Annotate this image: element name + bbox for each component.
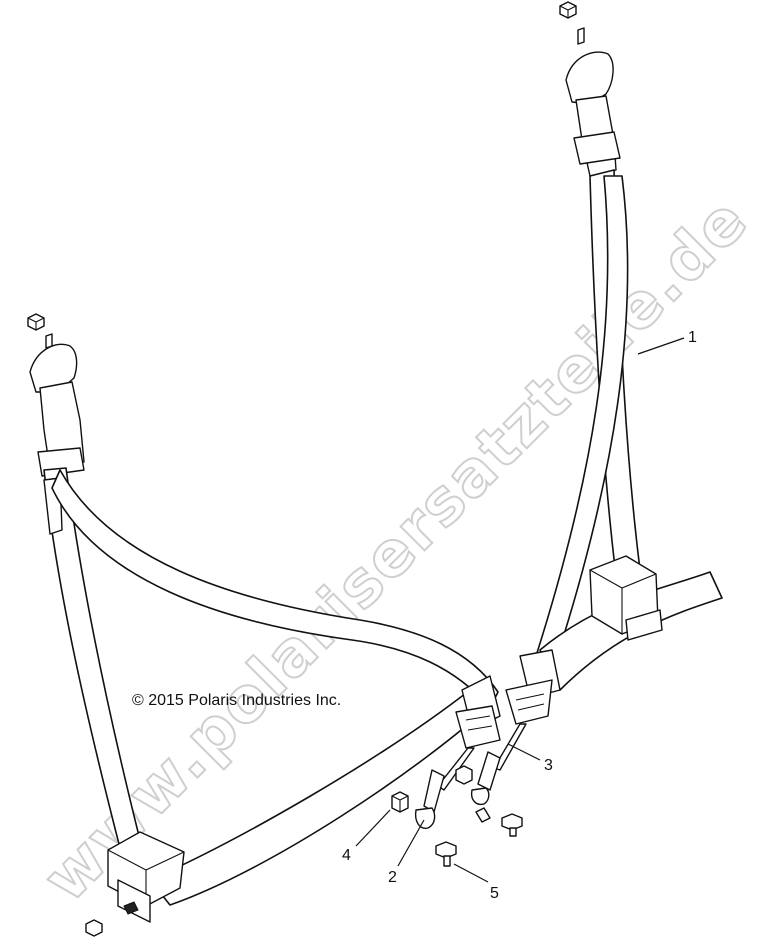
- leader-line-1: [637, 337, 685, 355]
- leader-line-4: [355, 809, 391, 847]
- nut-item-4: [391, 791, 409, 813]
- right-upper-anchor: [565, 27, 621, 177]
- left-buckle-tongue: [455, 675, 501, 749]
- callout-3: 3: [544, 757, 553, 774]
- right-lower-retractor: [589, 555, 663, 641]
- right-buckle-housing: [505, 649, 561, 725]
- callout-5: 5: [490, 885, 499, 902]
- bolt-item-5-b: [501, 813, 523, 837]
- copyright-notice: © 2015 Polaris Industries Inc.: [132, 692, 341, 709]
- leader-line-3: [507, 743, 541, 761]
- callout-2: 2: [388, 869, 397, 886]
- right-seat-belt-assembly: [505, 1, 723, 725]
- left-lower-bolt: [85, 901, 139, 937]
- buckle-stalk-item-3: [470, 723, 527, 823]
- left-top-nut: [27, 313, 45, 331]
- right-top-nut: [559, 1, 577, 19]
- leader-line-2: [397, 819, 425, 867]
- left-upper-anchor: [29, 333, 85, 477]
- left-seat-belt-assembly: [27, 313, 501, 937]
- left-lower-retractor: [107, 831, 185, 923]
- callout-1: 1: [688, 329, 697, 346]
- buckle-stalk-item-2: [414, 747, 475, 829]
- bolt-item-5: [435, 841, 457, 867]
- leader-line-5: [453, 863, 489, 883]
- callout-4: 4: [342, 847, 351, 864]
- nut-item-4-b: [455, 765, 473, 785]
